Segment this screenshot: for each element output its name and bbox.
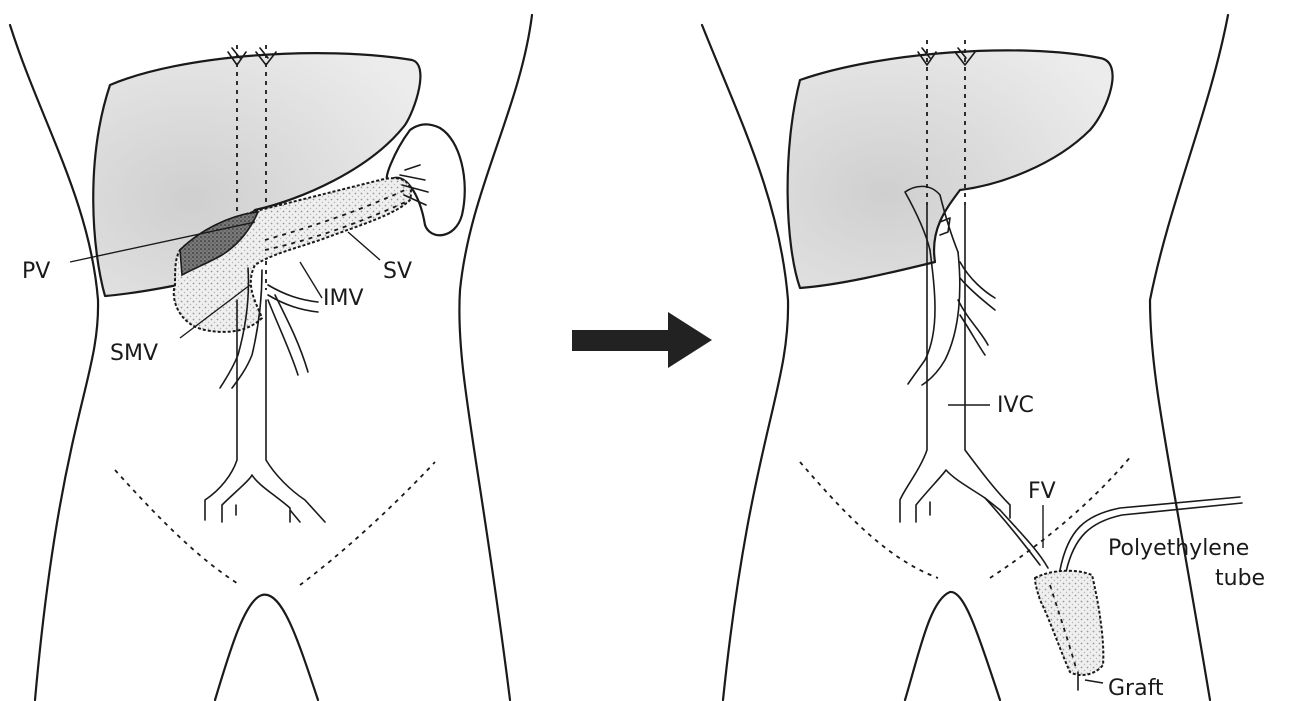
ivc-lower-left: [205, 300, 237, 520]
label-imv: IMV: [323, 286, 364, 311]
graft: [1035, 571, 1103, 675]
body-outline-left-2: [702, 25, 788, 700]
label-fv: FV: [1028, 479, 1056, 504]
iliac-bifurcation: [222, 475, 300, 522]
left-panel-before: PV SV SMV IMV: [10, 15, 532, 700]
groin-dotted-line-2: [800, 455, 1132, 578]
label-pv: PV: [22, 259, 50, 284]
smv-branch-right: [268, 295, 308, 375]
transition-arrow: [572, 312, 712, 368]
ligature-clip: [940, 218, 950, 235]
smv-remaining: [908, 250, 960, 385]
label-graft: Graft: [1108, 676, 1164, 701]
label-smv: SMV: [110, 341, 158, 366]
crotch-outline: [215, 595, 318, 700]
graft-leader: [1085, 680, 1103, 683]
groin-dotted-line: [115, 462, 435, 585]
sv-leader: [348, 232, 380, 260]
imv-leader: [300, 262, 322, 298]
crotch-outline-2: [905, 592, 1000, 700]
body-outline-left: [10, 25, 98, 700]
body-outline-right-2: [1150, 15, 1228, 700]
label-polyethylene: Polyethylene: [1108, 536, 1249, 561]
imv-branch: [268, 285, 318, 312]
label-ivc: IVC: [997, 393, 1034, 418]
ivc-lower-right: [266, 300, 325, 522]
body-outline-right: [459, 15, 532, 700]
right-panel-after: IVC FV Polyethylene tube Graft: [702, 15, 1265, 701]
label-tube: tube: [1215, 566, 1265, 591]
femoral-vein: [985, 498, 1048, 568]
liver-2: [788, 50, 1113, 288]
ivc-lower-right-2: [965, 205, 1010, 518]
branch-right-2: [958, 262, 995, 355]
label-sv: SV: [383, 259, 412, 284]
